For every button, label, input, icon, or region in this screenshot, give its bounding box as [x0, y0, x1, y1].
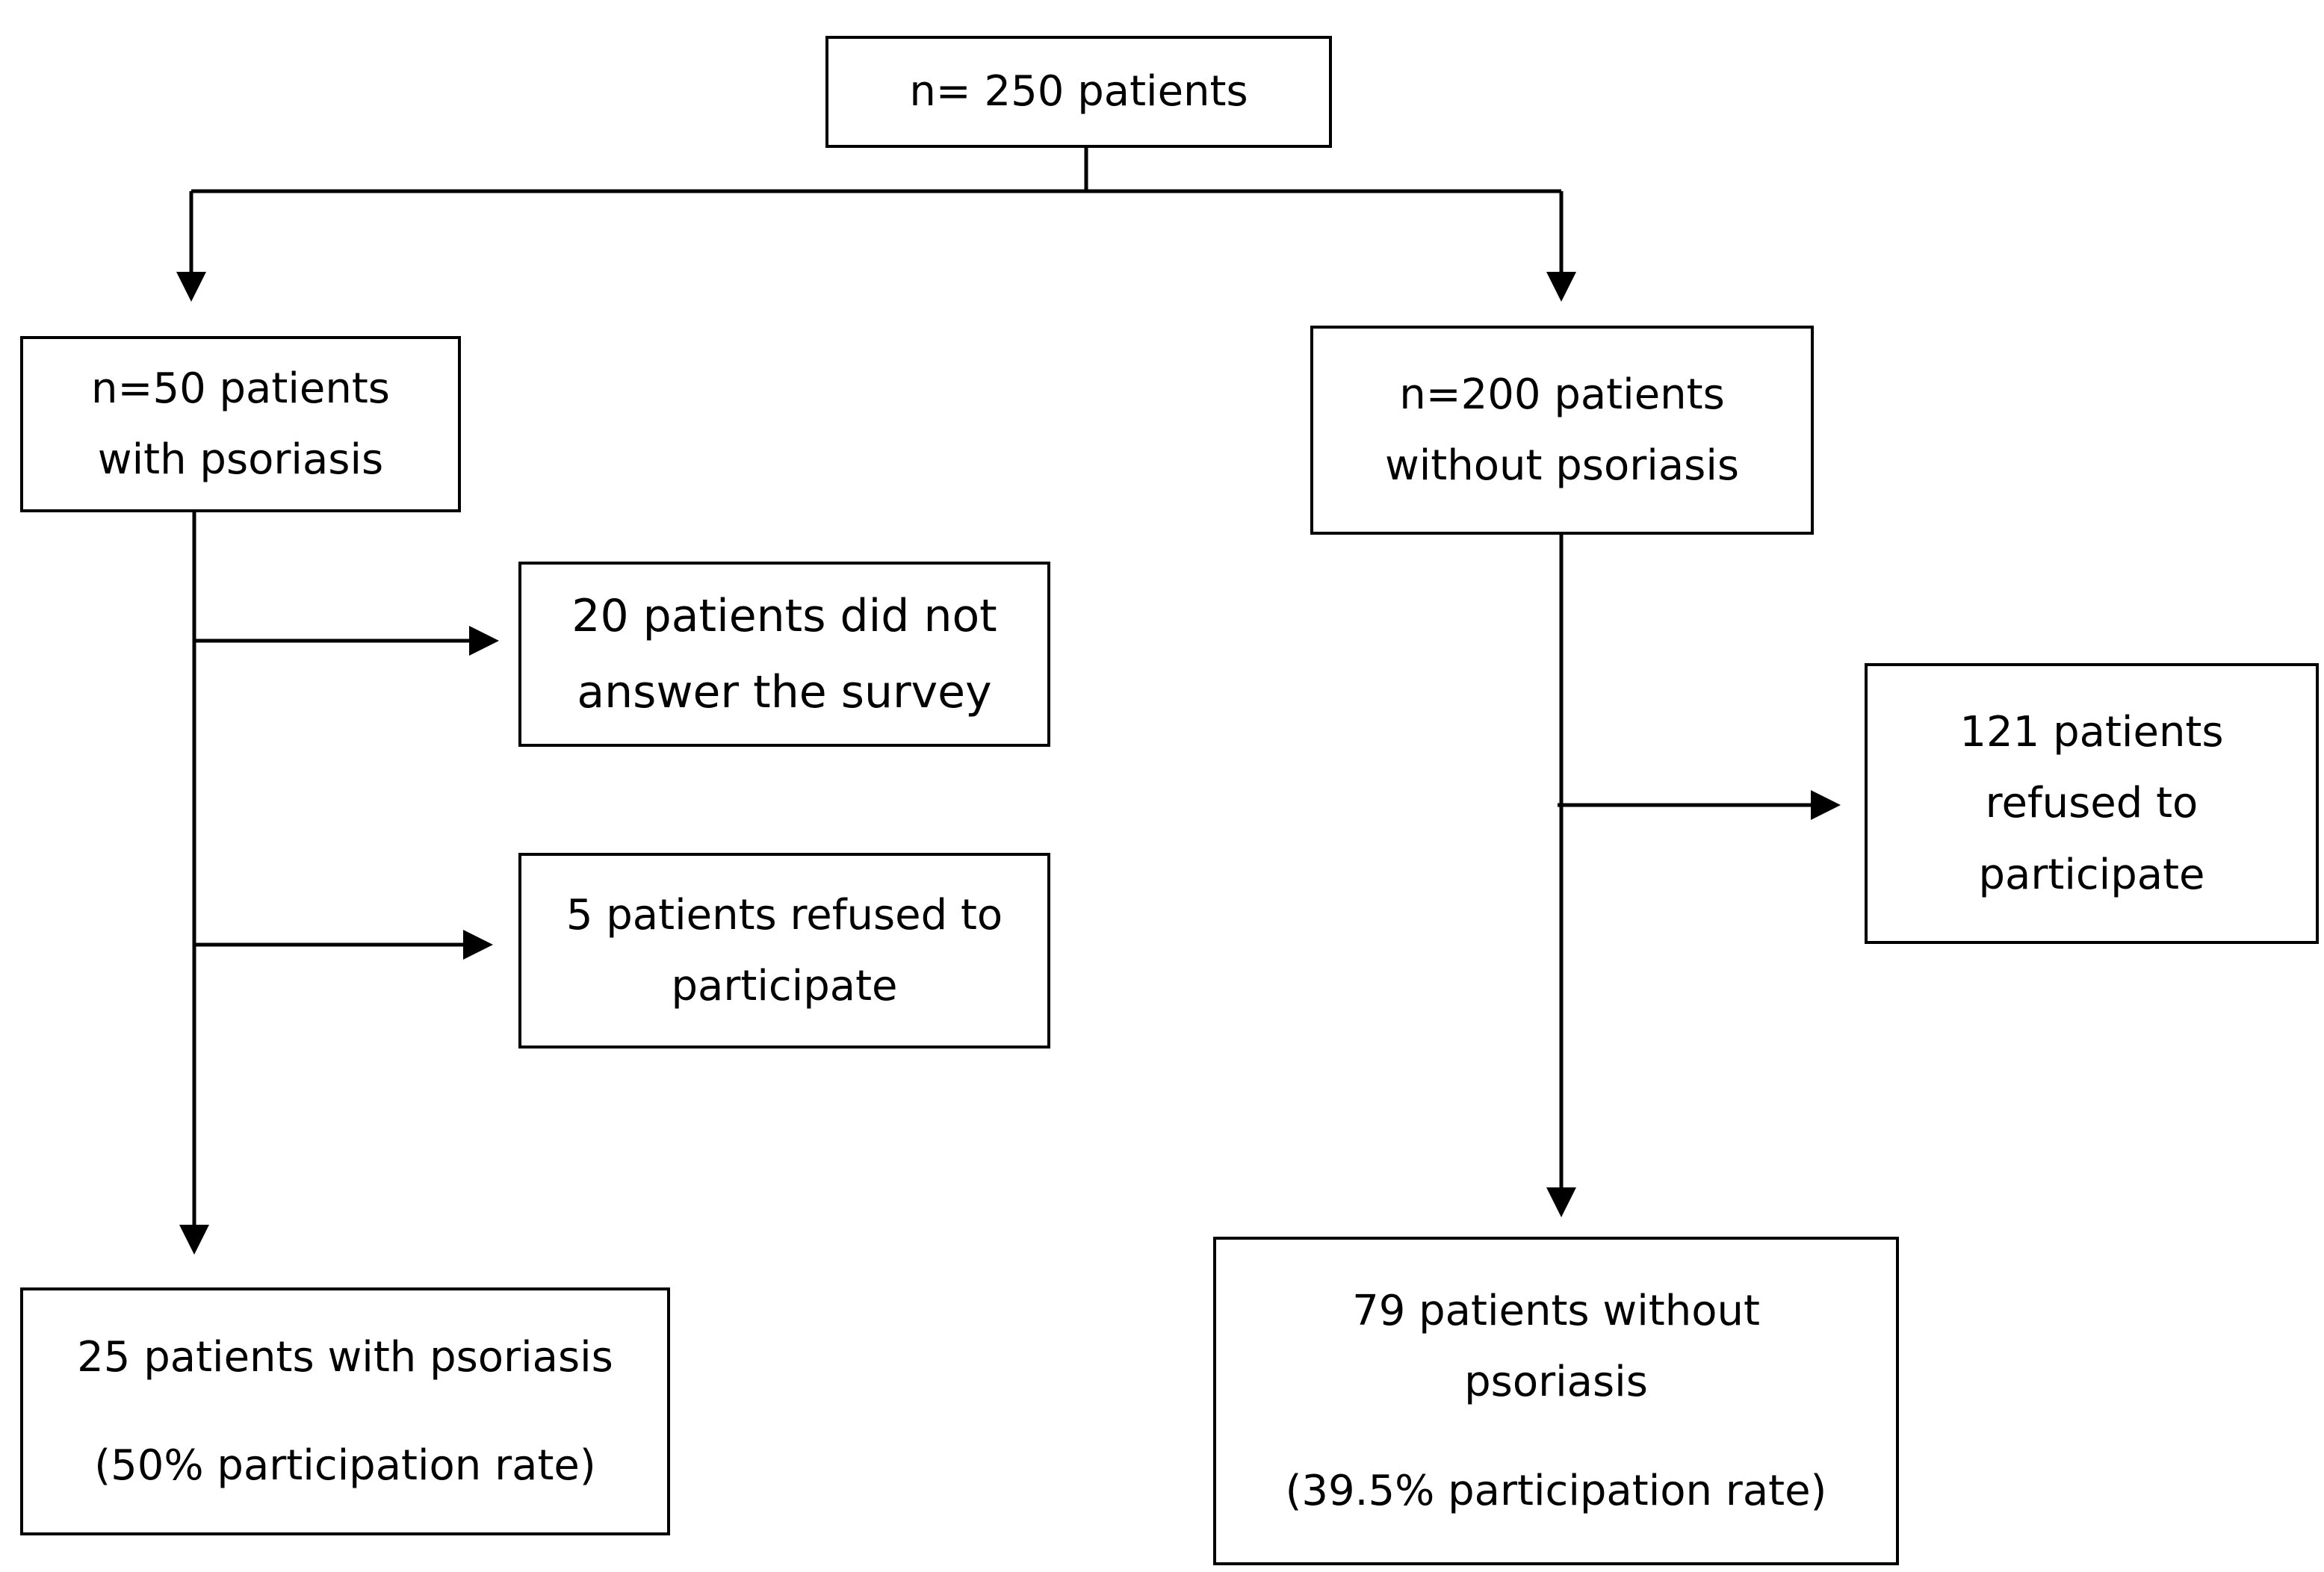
no-psoriasis-final-line3: (39.5% participation rate) — [1285, 1466, 1827, 1515]
psoriasis-final-box: 25 patients with psoriasis (50% particip… — [20, 1287, 670, 1535]
arrowhead-no-psoriasis-refused — [1811, 790, 1841, 820]
no-answer-box: 20 patients did not answer the survey — [518, 562, 1050, 747]
no-psoriasis-group-line2: without psoriasis — [1384, 441, 1740, 490]
psoriasis-refused-line1: 5 patients refused to — [565, 890, 1003, 939]
no-psoriasis-final-line2: psoriasis — [1464, 1358, 1648, 1407]
total-patients-label: n= 250 patients — [909, 67, 1248, 116]
no-psoriasis-final-line1: 79 patients without — [1352, 1287, 1760, 1336]
psoriasis-refused-box: 5 patients refused to participate — [518, 853, 1050, 1048]
arrowhead-no-psoriasis-final — [1546, 1187, 1576, 1217]
arrowhead-no-psoriasis — [1546, 272, 1576, 302]
no-psoriasis-refused-line1: 121 patients — [1959, 708, 2224, 757]
arrowhead-psoriasis — [176, 272, 206, 302]
arrowhead-psoriasis-refused — [463, 930, 493, 960]
psoriasis-final-line2: (50% participation rate) — [94, 1441, 596, 1490]
no-answer-line2: answer the survey — [577, 666, 992, 718]
psoriasis-group-box: n=50 patients with psoriasis — [20, 336, 461, 512]
psoriasis-group-line1: n=50 patients — [91, 364, 390, 413]
arrowhead-no-answer — [469, 626, 499, 656]
psoriasis-group-line2: with psoriasis — [97, 435, 384, 484]
no-psoriasis-refused-box: 121 patients refused to participate — [1865, 663, 2319, 944]
psoriasis-refused-line2: participate — [671, 962, 898, 1010]
no-psoriasis-group-line1: n=200 patients — [1399, 370, 1725, 419]
no-psoriasis-group-box: n=200 patients without psoriasis — [1310, 326, 1814, 535]
psoriasis-final-line1: 25 patients with psoriasis — [77, 1332, 613, 1382]
no-psoriasis-final-box: 79 patients without psoriasis (39.5% par… — [1213, 1237, 1899, 1565]
total-patients-box: n= 250 patients — [825, 36, 1332, 148]
no-psoriasis-refused-line2: refused to — [1985, 779, 2198, 828]
no-psoriasis-refused-line3: participate — [1978, 850, 2205, 899]
no-answer-line1: 20 patients did not — [571, 590, 997, 642]
arrowhead-psoriasis-final — [179, 1225, 209, 1255]
